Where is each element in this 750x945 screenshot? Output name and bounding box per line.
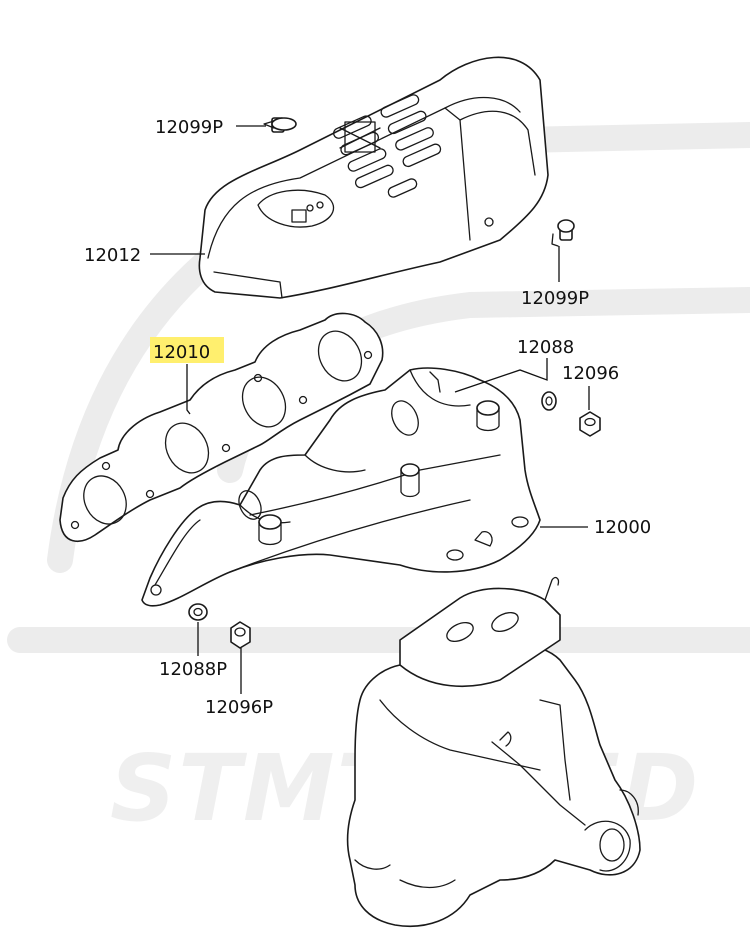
gasket-part [59, 312, 384, 543]
washer-icon [541, 391, 557, 411]
callout-12012: 12012 [84, 245, 141, 266]
callout-12099P-top: 12099P [155, 117, 223, 138]
nut-icon [230, 621, 251, 649]
heat-shield-part [198, 56, 549, 299]
leader-lines [150, 125, 590, 694]
callout-12088P: 12088P [159, 659, 227, 680]
washer-icon [188, 603, 208, 621]
turbocharger-part [346, 576, 641, 927]
highlight-marker [150, 337, 224, 363]
callout-12096P: 12096P [205, 697, 273, 718]
exhaust-manifold-part [141, 367, 541, 607]
bolt-icon [263, 117, 297, 133]
bolt-icon [551, 219, 575, 247]
callout-12099P-right: 12099P [521, 288, 589, 309]
callout-12000: 12000 [594, 517, 651, 538]
nut-icon [579, 411, 601, 437]
callout-12088: 12088 [517, 337, 574, 358]
callout-12096: 12096 [562, 363, 619, 384]
callout-12010: 12010 [153, 342, 210, 363]
